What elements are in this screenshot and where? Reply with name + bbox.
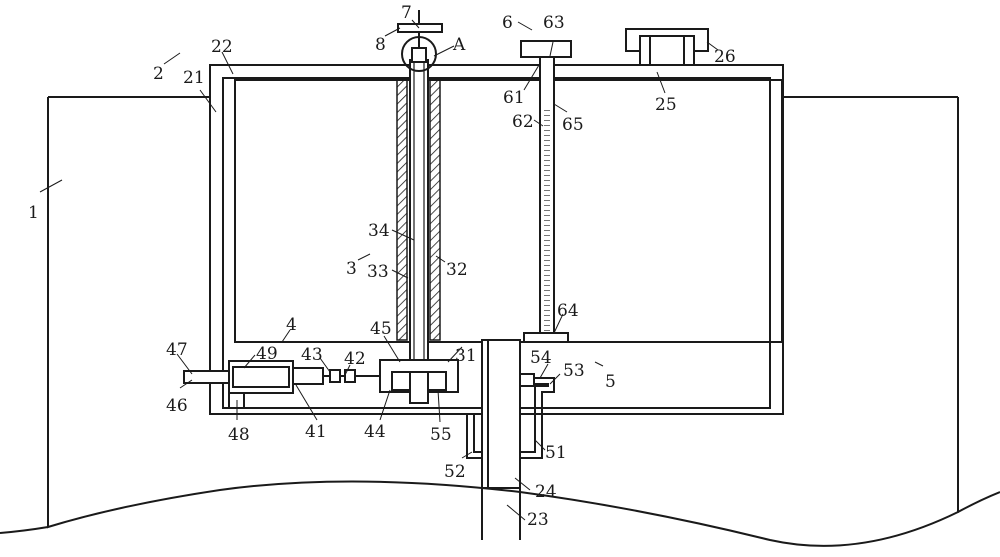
- screw-46: [183, 370, 230, 384]
- label-47: 47: [166, 340, 188, 360]
- label-22: 22: [211, 37, 233, 57]
- label-48: 48: [228, 425, 250, 445]
- bottom-mechanism: [379, 359, 459, 404]
- label-A: A: [452, 35, 466, 55]
- outlet-pipe-23-24: [481, 339, 521, 540]
- neck-25: [639, 35, 695, 66]
- label-6: 6: [502, 13, 513, 33]
- level-gauge-6: [520, 40, 572, 343]
- label-63: 63: [543, 13, 565, 33]
- vent-cap-25-26: [625, 28, 709, 66]
- handle-7-8: [397, 10, 443, 72]
- label-62: 62: [512, 112, 534, 132]
- label-4: 4: [286, 315, 297, 335]
- shaft-assembly-3: [396, 59, 441, 404]
- handle-bar-8: [397, 23, 443, 33]
- label-5: 5: [605, 372, 616, 392]
- label-42: 42: [344, 349, 366, 369]
- gauge-scale-62: [544, 110, 550, 332]
- label-55: 55: [430, 425, 452, 445]
- label-43: 43: [301, 345, 323, 365]
- coupling-41: [292, 367, 324, 385]
- bearing-42: [344, 369, 356, 383]
- label-53: 53: [563, 361, 585, 381]
- label-7: 7: [401, 3, 412, 23]
- bearing-43: [329, 369, 341, 383]
- label-3: 3: [346, 259, 357, 279]
- rod-end-44: [409, 371, 429, 404]
- motor-core: [232, 366, 290, 388]
- label-46: 46: [166, 396, 188, 416]
- label-64: 64: [557, 301, 579, 321]
- label-31: 31: [455, 346, 477, 366]
- label-45: 45: [370, 319, 392, 339]
- hinge-block: [411, 47, 427, 63]
- label-1: 1: [28, 203, 39, 223]
- drive-4: [183, 360, 380, 408]
- detail-circle-A: [401, 36, 437, 72]
- label-49: 49: [256, 344, 278, 364]
- label-21: 21: [183, 68, 205, 88]
- label-23: 23: [527, 510, 549, 530]
- label-25: 25: [655, 95, 677, 115]
- label-41: 41: [305, 422, 327, 442]
- label-32: 32: [446, 260, 468, 280]
- label-65: 65: [562, 115, 584, 135]
- label-52: 52: [444, 462, 466, 482]
- sleeve-right-32: [429, 77, 441, 341]
- label-44: 44: [364, 422, 386, 442]
- label-8: 8: [375, 35, 386, 55]
- leader-lines: [39, 19, 719, 521]
- label-54: 54: [530, 348, 552, 368]
- part-labels: 1 2 21 22 23 24 25 26 3 31 32 33 34 4 41…: [28, 3, 736, 530]
- upper-chamber: [234, 79, 783, 343]
- label-51: 51: [545, 443, 567, 463]
- rod-33: [409, 59, 429, 404]
- label-2: 2: [153, 64, 164, 84]
- label-34: 34: [368, 221, 390, 241]
- label-24: 24: [535, 482, 557, 502]
- label-33: 33: [367, 262, 389, 282]
- label-61: 61: [503, 88, 525, 108]
- valve-5: [466, 373, 555, 459]
- valve-gate-54: [519, 373, 535, 387]
- label-26: 26: [714, 47, 736, 67]
- gauge-cap-63: [520, 40, 572, 58]
- sleeve-left-32: [396, 77, 408, 341]
- gauge-float-64: [523, 332, 569, 343]
